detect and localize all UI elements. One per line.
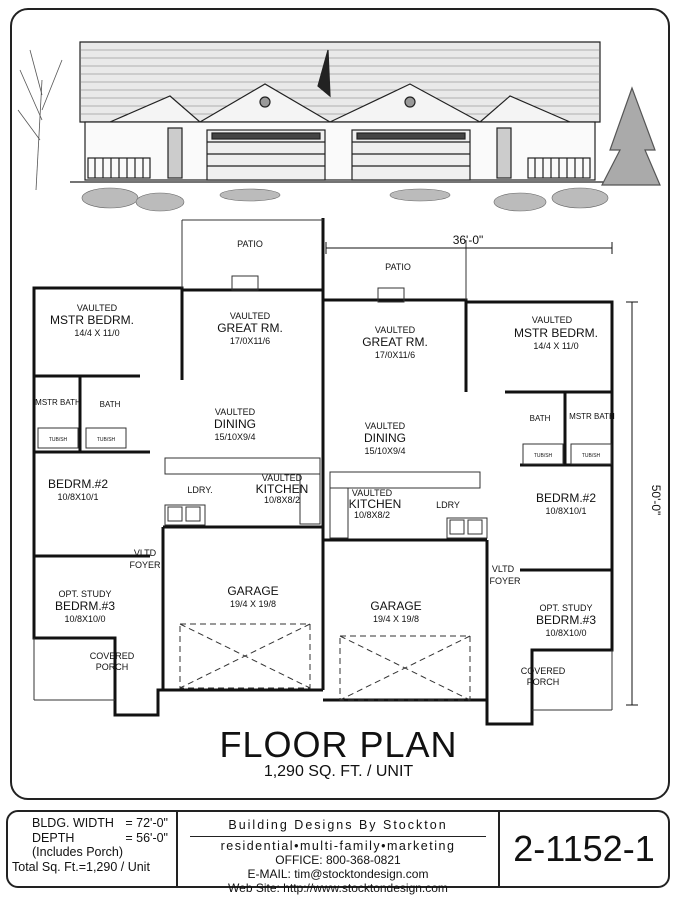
plan-details [33,219,613,711]
plan-number: 2-1152-1 [513,828,655,869]
room-label: OPT. STUDY [539,603,592,613]
total-sqft: Total Sq. Ft.=1,290 / Unit [12,859,150,874]
room-label: 10/8X10/0 [64,614,105,624]
room-label: KITCHEN [349,497,402,511]
room-label: 10/8X10/0 [545,628,586,638]
room-label: COVERED [521,666,566,676]
room-label: BEDRM.#3 [536,613,596,627]
plan-subtitle: 1,290 SQ. FT. / UNIT [263,763,414,780]
room-label: DINING [214,417,256,431]
room-label: VAULTED [375,325,416,335]
divider [190,836,486,837]
room-label: 10/8X10/1 [57,492,98,502]
room-label: BEDRM.#3 [55,599,115,613]
website[interactable]: Web Site: http://www.stocktondesign.com [228,881,448,895]
room-label: GARAGE [227,584,278,598]
labels-left-unit: PATIO VAULTED MSTR BEDRM. 14/4 X 11/0 VA… [35,239,308,672]
porch-note: (Includes Porch) [32,845,124,859]
building-specs-box: BLDG. WIDTH = 72'-0" DEPTH = 56'-0" (Inc… [6,810,178,888]
tree-right [601,86,661,186]
porch-railing-right [527,157,591,179]
email[interactable]: E-MAIL: tim@stocktondesign.com [247,867,429,881]
dimension-lines [325,242,638,706]
room-label: TUB/SH [534,453,553,459]
room-label: TUB/SH [97,437,116,443]
room-label: COVERED [90,651,135,661]
room-label: BEDRM.#2 [536,491,596,505]
room-label: MSTR BEDRM. [514,326,598,340]
room-label: VAULTED [365,421,406,431]
room-label: OPT. STUDY [58,589,111,599]
room-label: LDRY [436,500,460,510]
room-label: 17/0X11/6 [230,336,270,346]
room-label: VAULTED [215,407,256,417]
room-label: GREAT RM. [217,321,283,335]
room-label: LDRY. [187,485,212,495]
room-label: GARAGE [370,599,421,613]
room-label: VAULTED [532,315,573,325]
width-dimension: 36'-0" [453,233,484,247]
room-label: BEDRM.#2 [48,477,108,491]
plan-title: FLOOR PLAN [219,724,458,765]
room-label: VAULTED [230,311,271,321]
front-elevation [17,41,661,212]
plan-number-box: 2-1152-1 [500,810,670,888]
room-label: DINING [364,431,406,445]
room-label: FOYER [129,560,161,570]
room-label: 10/8X8/2 [354,510,390,520]
patio-label: PATIO [385,262,411,272]
room-label: BATH [530,414,551,423]
room-label: VAULTED [352,488,393,498]
room-label: MSTR BEDRM. [50,313,134,327]
room-label: 10/8X10/1 [545,506,586,516]
office-phone: OFFICE: 800-368-0821 [275,853,401,867]
room-label: 19/4 X 19/8 [230,599,276,609]
porch-railing-left [87,157,151,179]
room-label: MSTR BATH [35,398,81,407]
firm-tagline: residential•multi-family•marketing [220,839,456,853]
room-label: 14/4 X 11/0 [74,328,119,338]
room-label: 19/4 X 19/8 [373,614,419,624]
room-label: BATH [100,400,121,409]
room-label: FOYER [489,576,521,586]
room-label: PORCH [527,677,560,687]
entry-door-left [167,127,183,179]
room-label: VAULTED [262,473,303,483]
room-label: TUB/SH [582,453,601,459]
room-label: 17/0X11/6 [375,350,415,360]
tree-left [17,49,63,191]
room-label: 10/8X8/2 [264,495,300,505]
room-label: 15/10X9/4 [214,432,255,442]
garage-door-right [351,129,471,181]
room-label: TUB/SH [49,437,68,443]
center-roof-peak [317,49,331,98]
gable-vent-right [404,96,416,108]
firm-name: Building Designs By Stockton [228,818,448,832]
plan-walls [32,218,614,726]
room-label: KITCHEN [256,482,309,496]
patio-label: PATIO [237,239,263,249]
room-label: PORCH [96,662,129,672]
room-label: VLTD [134,548,157,558]
room-label: VLTD [492,564,515,574]
room-label: MSTR BATH [569,412,615,421]
spec-depth: DEPTH = 56'-0" [32,830,168,845]
room-label: GREAT RM. [362,335,428,349]
room-label: VAULTED [77,303,118,313]
room-label: 14/4 X 11/0 [533,341,578,351]
labels-right-unit: PATIO VAULTED MSTR BEDRM. 14/4 X 11/0 VA… [349,262,615,687]
garage-door-left [206,129,326,181]
entry-door-right [496,127,512,179]
spec-width: BLDG. WIDTH = 72'-0" [32,816,168,830]
shrubs [81,187,609,212]
room-label: 15/10X9/4 [364,446,405,456]
designer-info-box: Building Designs By Stockton residential… [178,810,500,895]
depth-dimension: 50'-0" [649,485,663,516]
gable-vent-left [259,96,271,108]
facade-wall [84,121,596,181]
